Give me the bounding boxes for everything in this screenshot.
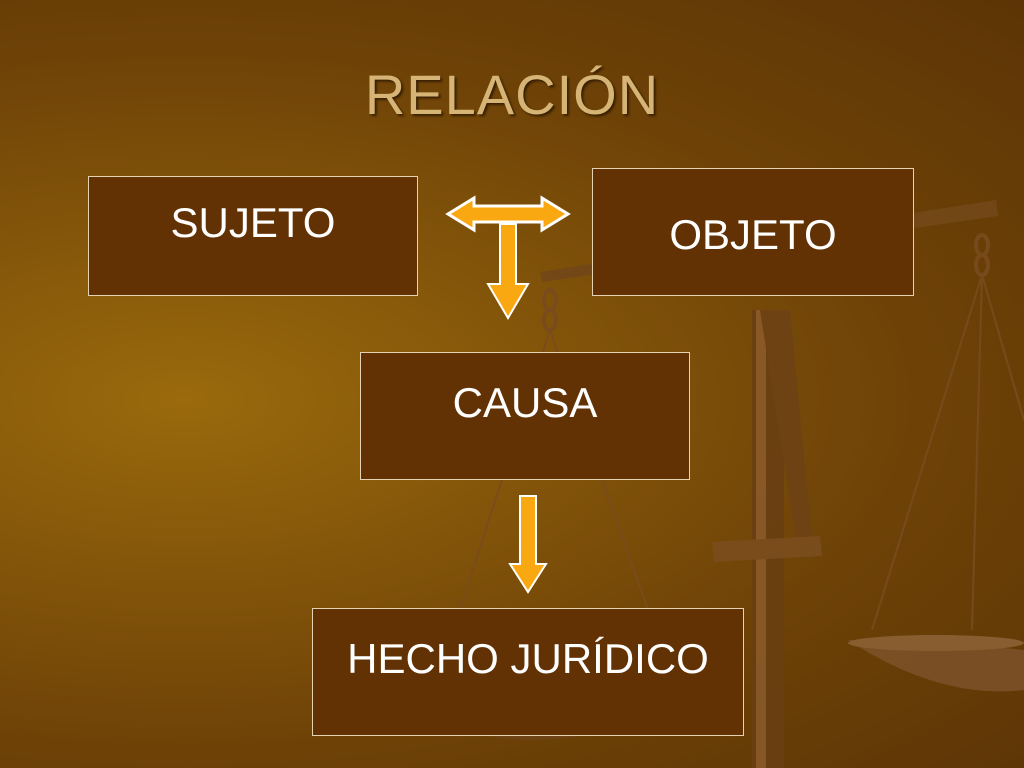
node-sujeto-label: SUJETO [170,199,336,246]
down-arrow-icon [508,495,548,594]
down-arrow-icon [486,223,530,320]
node-sujeto: SUJETO [88,176,418,296]
node-causa: CAUSA [360,352,690,480]
slide-title: RELACIÓN [364,63,660,126]
node-objeto-label: OBJETO [669,211,837,258]
node-hecho-juridico-label: HECHO JURÍDICO [347,635,709,682]
double-arrow-icon [445,195,571,233]
node-causa-label: CAUSA [452,379,598,426]
node-objeto: OBJETO [592,168,914,296]
node-hecho-juridico: HECHO JURÍDICO [312,608,744,736]
